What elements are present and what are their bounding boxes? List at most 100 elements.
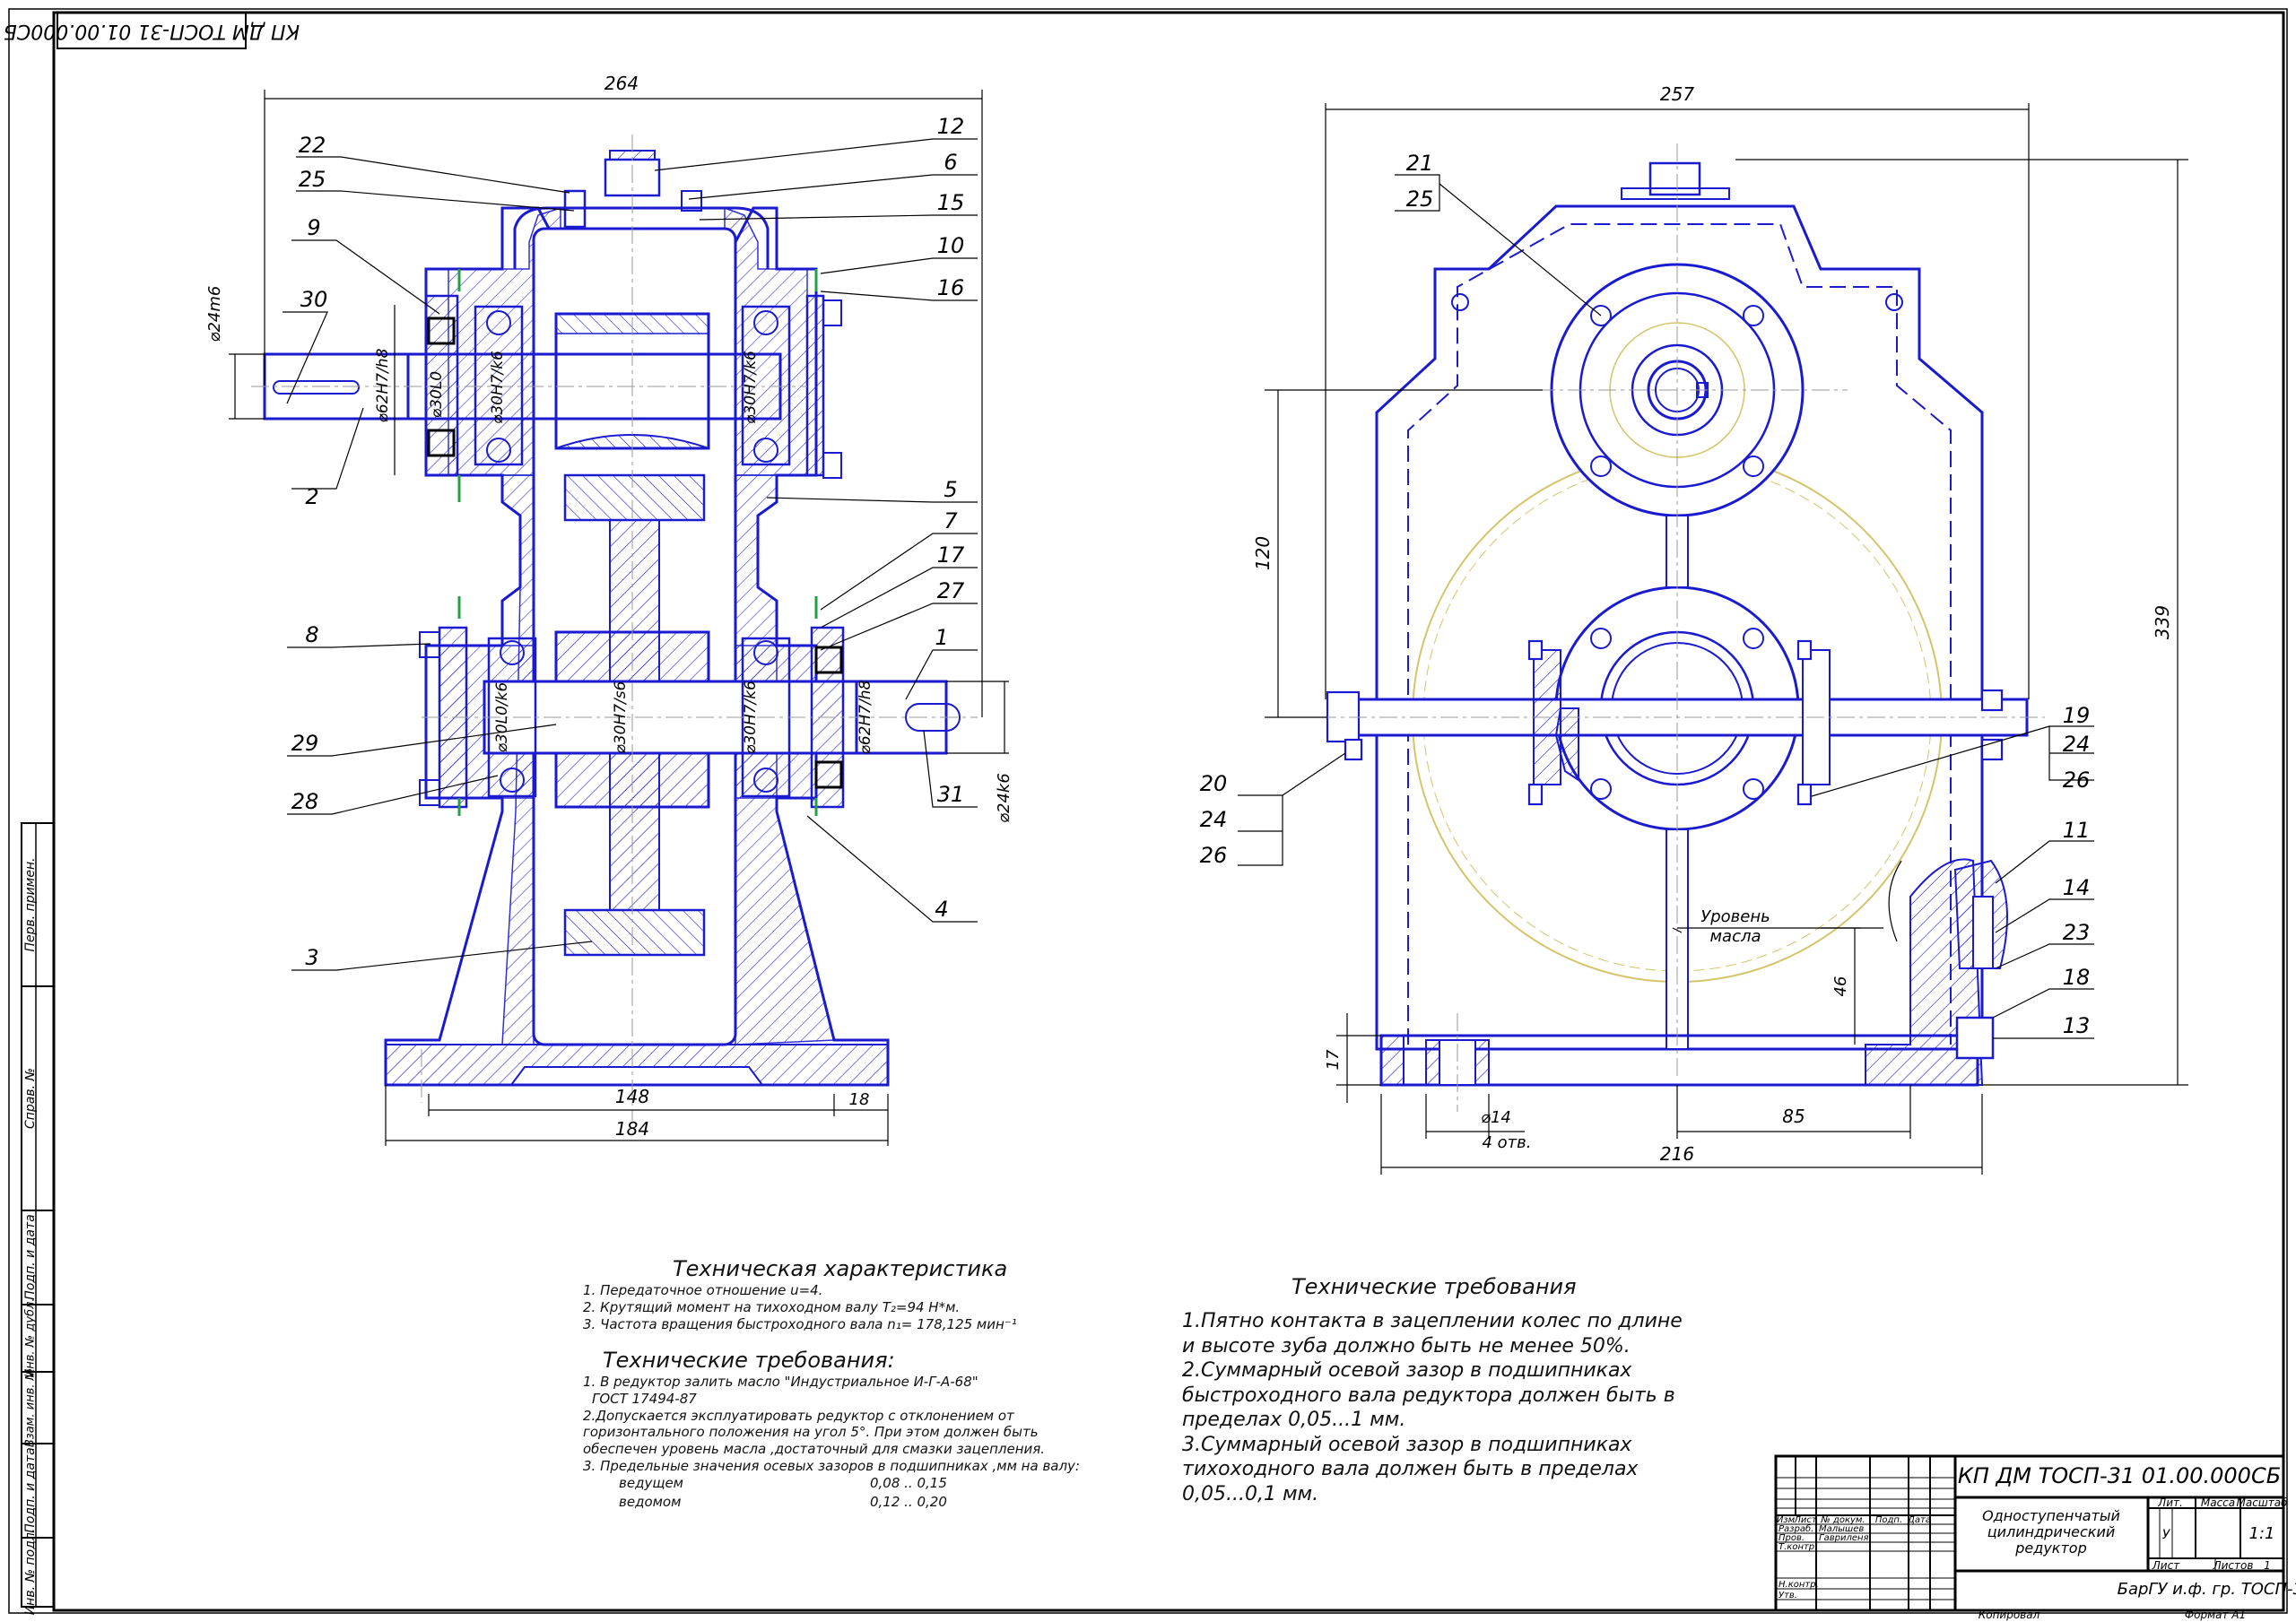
tech-char-line: 2. Крутящий момент на тихоходном валу T₂… [583,1298,961,1315]
side-callout-leaders [1238,174,2094,1039]
side-dim-labels: 257 120 339 46 17 ⌀14 4 отв. 85 216 Уров… [1252,83,2173,1165]
callout-number: 17 [937,542,965,568]
dim-label: ⌀62H7/h8 [857,680,874,754]
top-stamp: КП ДМ ТОСП-31 01.00.000СБ [4,12,300,49]
strip-label: Перв. примен. [23,857,38,951]
callout-number: 27 [937,578,965,603]
side-view [1318,143,2045,1112]
callout-number: 11 [2063,818,2091,843]
dim-label: 18 [849,1090,870,1109]
callout-number: 26 [2063,768,2091,793]
col-header: Дата [1907,1515,1931,1525]
tech-char-line: 3. Частота вращения быстроходного вала n… [583,1315,1017,1332]
tech-char-line: 1. Передаточное отношение u=4. [583,1282,823,1298]
scale-value: 1:1 [2249,1524,2275,1543]
tech-req-line: 1. В редуктор залить масло "Индустриальн… [583,1374,978,1390]
drain-plug [1955,1016,1995,1060]
callout-number: 14 [2063,875,2091,900]
copied-label: Копировал [1979,1609,2040,1621]
dim-label: ⌀30L0/k6 [493,682,511,753]
title-block [1774,1454,2285,1612]
role-label: Утв. [1779,1591,1797,1600]
format-label: Формат А1 [2185,1609,2246,1621]
callout-number: 4 [935,897,948,922]
tech-req-line: 2.Суммарный осевой зазор в подшипниках [1182,1359,1632,1382]
dim-label: 148 [615,1086,649,1107]
front-dimensions [229,90,1009,1146]
tech-char-title: Техническая характеристика [673,1256,1008,1281]
col-header: № докум. [1820,1515,1865,1525]
dim-label: ⌀62H7/h8 [374,348,392,422]
title-code: КП ДМ ТОСП-31 01.00.000СБ [1958,1463,2281,1488]
dim-label: ⌀14 [1481,1108,1511,1127]
title-name: Одноступенчатый [1982,1507,2120,1524]
title-name: цилиндрический [1987,1523,2116,1540]
col-header: Изм [1777,1515,1796,1525]
title-block-text: КП ДМ ТОСП-31 01.00.000СБ Одноступенчаты… [1777,1463,2296,1621]
dim-label: 85 [1782,1106,1805,1127]
strip-label: Подп. и дата [23,1214,38,1299]
callout-number: 25 [1406,186,1434,212]
callout-number: 1 [935,625,948,650]
callout-number: 24 [2063,732,2091,757]
tech-req-line: ГОСТ 17494-87 [592,1390,697,1407]
wall-hatch [724,206,808,476]
strip-label: Взам. инв. № [24,1368,38,1447]
tech-req-line: горизонтального положения на угол 5°. Пр… [583,1424,1039,1441]
callout-number: 23 [2063,920,2091,945]
callout-number: 2 [305,484,318,509]
bearing [741,305,791,466]
side-strip: Перв. примен. Справ. № Подп. и дата Инв.… [21,822,55,1615]
strip-label: Подп. и дата [23,1447,38,1532]
role-label: Т.контр. [1779,1542,1817,1552]
callout-number: 26 [1200,843,1228,868]
role-person: Гавриленя [1819,1533,1869,1543]
callout-number: 25 [299,167,326,192]
tech-requirements-left: Технические требования: 1. В редуктор за… [583,1347,1139,1513]
gap-shaft: ведущем [619,1474,683,1491]
dim-label: ⌀24k6 [995,773,1013,823]
side-dimensions [1265,103,2188,1175]
dim-label: 264 [604,73,639,94]
callout-number: 21 [1406,151,1434,176]
tech-req-line: 3. Предельные значения осевых зазоров в … [583,1457,1080,1474]
front-dim-labels: 264 ⌀24m6 ⌀62H7/h8 ⌀30L0 ⌀30H7/k6 ⌀30H7/… [205,73,1013,1140]
bearing-cover [424,294,459,477]
oil-level-label: Уровень [1700,907,1770,926]
title-name: редуктор [2014,1540,2086,1557]
gear-wheel-rim-top [563,473,706,522]
gear-wheel-rim-bottom [563,908,706,957]
callout-number: 22 [299,133,326,158]
base-hatch [385,1044,889,1086]
callout-number: 20 [1200,771,1228,796]
dim-label: ⌀30L0 [428,371,446,418]
dim-label: 120 [1252,536,1274,570]
role-label: Пров. [1779,1533,1805,1543]
callout-number: 31 [937,782,965,807]
mass-header: Масса [2201,1496,2235,1509]
callout-number: 29 [291,731,319,756]
tech-req-line: быстроходного вала редуктора должен быть… [1182,1383,1675,1407]
tech-requirements-right: Технические требования 1.Пятно контакта … [1182,1273,1738,1506]
role-label: Н.контр. [1779,1580,1819,1590]
gap-shaft: ведомом [619,1493,682,1510]
tech-characteristics: Техническая характеристика 1. Передаточн… [583,1255,1121,1332]
side-callout-labels: 21 25 20 24 26 19 24 26 11 14 23 18 13 [1200,151,2091,1038]
lit-value: У [2162,1528,2171,1542]
tech-req-title: Технические требования: [603,1348,895,1373]
scale-header: Масштаб [2236,1496,2288,1509]
callout-number: 7 [944,508,958,533]
vent-plug-side [1648,161,1701,196]
org-label: БарГУ и.ф. гр. ТОСП-31 [2118,1580,2296,1599]
col-header: Подп. [1875,1515,1902,1525]
front-view [251,134,978,1121]
callout-number: 10 [937,233,965,258]
tech-req-line: пределах 0,05...1 мм. [1182,1409,1406,1431]
callout-number: 15 [937,190,965,215]
strip-label: Инв. № дубл. [24,1298,38,1378]
dim-label: ⌀30H7/k6 [742,351,760,424]
tech-req-line: 1.Пятно контакта в зацеплении колес по д… [1182,1310,1683,1332]
dim-label: 184 [615,1118,649,1140]
housing-inner-dashed [1407,223,1952,1045]
callout-number: 30 [300,287,328,312]
